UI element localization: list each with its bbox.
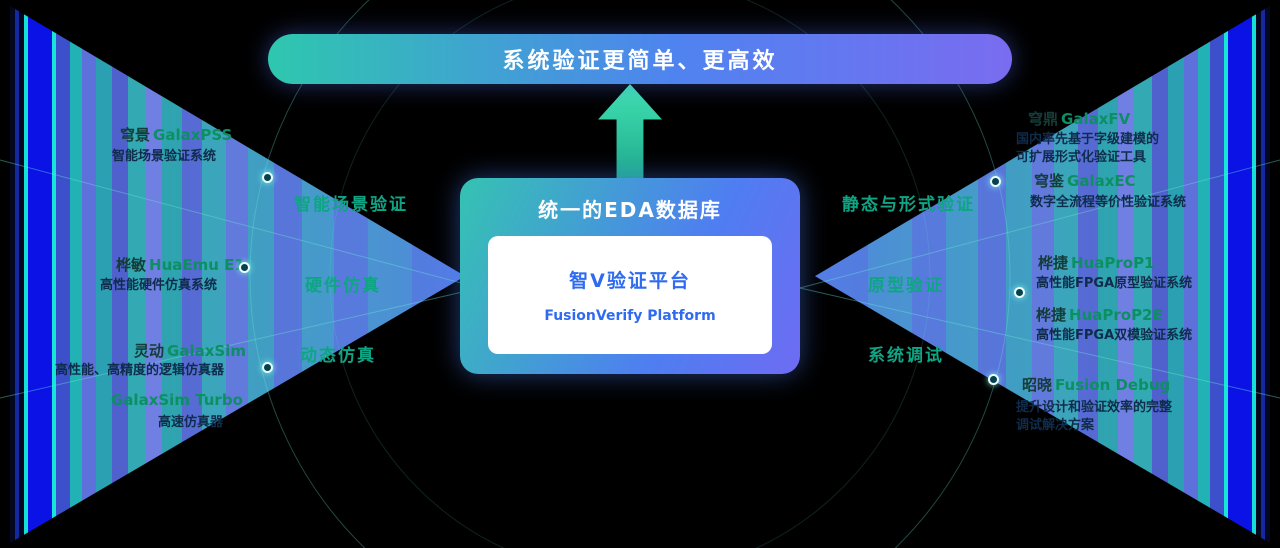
product-name-en: GalaxPSS (153, 126, 233, 144)
product-name-en: GalaxEC (1067, 172, 1136, 190)
product-name-en: HuaProP1 (1071, 254, 1155, 272)
product-desc: 智能场景验证系统 (112, 149, 217, 164)
connector-dot (239, 262, 250, 273)
product-name-en: HuaProP2E (1069, 306, 1163, 324)
product-prefix: 桦捷 (1038, 254, 1069, 272)
product-prefix: 穹景 (120, 126, 151, 144)
product-desc: 高速仿真器 (158, 415, 224, 430)
top-banner-label: 系统验证更简单、更高效 (502, 49, 778, 74)
connector-dot (990, 176, 1001, 187)
product-prefix: 桦捷 (1036, 306, 1067, 324)
connector-dot (988, 374, 999, 385)
product-prefix: 穹鼎 (1028, 110, 1059, 128)
top-banner: 系统验证更简单、更高效 (268, 34, 1012, 84)
category-static-formal-verification: 静态与形式验证 (842, 195, 975, 215)
platform-card: 智V验证平台 FusionVerify Platform (488, 236, 772, 354)
connector-dot (262, 172, 273, 183)
product-prefix: 桦敏 (116, 256, 147, 274)
product-desc: 国内率先基于字级建模的 可扩展形式化验证工具 (1016, 132, 1160, 165)
category-system-debug: 系统调试 (868, 346, 944, 366)
category-hardware-emulation: 硬件仿真 (305, 276, 381, 296)
up-arrow-icon (598, 84, 662, 180)
product-name-en: Fusion Debug (1055, 376, 1171, 394)
product-desc: 高性能、高精度的逻辑仿真器 (55, 363, 225, 378)
category-scenario-verification: 智能场景验证 (294, 195, 408, 215)
product-desc: 提升设计和验证效率的完整 调试解决方案 (1016, 400, 1173, 433)
product-name-en: GalaxSim (167, 342, 246, 360)
product-prefix: 穹鉴 (1034, 172, 1065, 190)
product-name-en: HuaEmu E1 (149, 256, 245, 274)
platform-name-en: FusionVerify Platform (544, 308, 716, 324)
product-desc: 高性能硬件仿真系统 (100, 278, 218, 293)
product-prefix: 灵动 (134, 342, 165, 360)
product-desc: 数字全流程等价性验证系统 (1030, 195, 1187, 210)
product-name-en: GalaxSim Turbo (111, 391, 243, 409)
center-box: 统一的EDA数据库 智V验证平台 FusionVerify Platform (460, 178, 800, 374)
product-name-en: GalaxFV (1061, 110, 1131, 128)
platform-name-cn: 智V验证平台 (569, 270, 691, 292)
center-box-title: 统一的EDA数据库 (538, 198, 722, 222)
product-prefix: 昭晓 (1022, 376, 1053, 394)
product-desc: 高性能FPGA原型验证系统 (1036, 276, 1193, 291)
product-name: GalaxSim Turbo (108, 391, 243, 409)
connector-dot (262, 362, 273, 373)
product-desc: 高性能FPGA双模验证系统 (1036, 328, 1193, 343)
category-dynamic-simulation: 动态仿真 (300, 346, 376, 366)
connector-dot (1014, 287, 1025, 298)
category-prototype-verification: 原型验证 (868, 276, 944, 296)
